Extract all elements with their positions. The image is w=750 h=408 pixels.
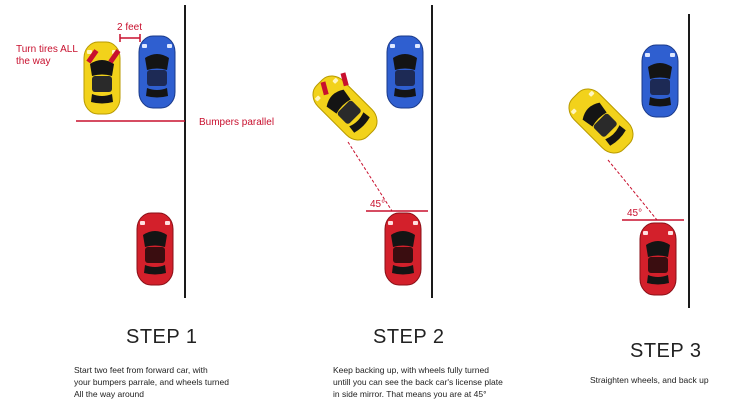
step-3-title: STEP 3 [630, 340, 702, 362]
step-3-line-1: Straighten wheels, and back up [590, 375, 709, 385]
step-3-description: Straighten wheels, and back up [590, 374, 709, 386]
two-feet-label: 2 feet [117, 22, 142, 33]
forward-car-step3 [641, 44, 679, 118]
rear-car-step3 [639, 222, 677, 296]
step-2-description: Keep backing up, with wheels fully turne… [333, 364, 503, 400]
yellow-car-step3 [562, 82, 640, 160]
yellow-car-step2 [306, 69, 384, 147]
rear-car-step1 [136, 212, 174, 286]
sight-line-step3 [607, 159, 658, 221]
step-2-line-2: untill you can see the back car's licens… [333, 377, 503, 387]
step-1-description: Start two feet from forward car, with yo… [74, 364, 229, 400]
step-2-line-1: Keep backing up, with wheels fully turne… [333, 365, 489, 375]
step-1-line-3: All the way around [74, 389, 144, 399]
step-2-line-3: in side mirror. That means you are at 45… [333, 389, 487, 399]
yellow-car-step1 [83, 41, 121, 115]
sight-line-step2 [347, 141, 393, 212]
bumpers-parallel-label: Bumpers parallel [199, 117, 274, 128]
angle-label-step2: 45° [370, 199, 385, 210]
rear-car-step2 [384, 212, 422, 286]
step-2-title: STEP 2 [373, 326, 445, 348]
forward-car-step1 [138, 35, 176, 109]
turn-tires-label-line2: the way [16, 56, 50, 67]
forward-car-step2 [386, 35, 424, 109]
turn-tires-label-line1: Turn tires ALL [16, 44, 78, 55]
angle-label-step3: 45° [627, 208, 642, 219]
step-1-title: STEP 1 [126, 326, 198, 348]
step-1-line-1: Start two feet from forward car, with [74, 365, 208, 375]
step-1-line-2: your bumpers parrale, and wheels turned [74, 377, 229, 387]
